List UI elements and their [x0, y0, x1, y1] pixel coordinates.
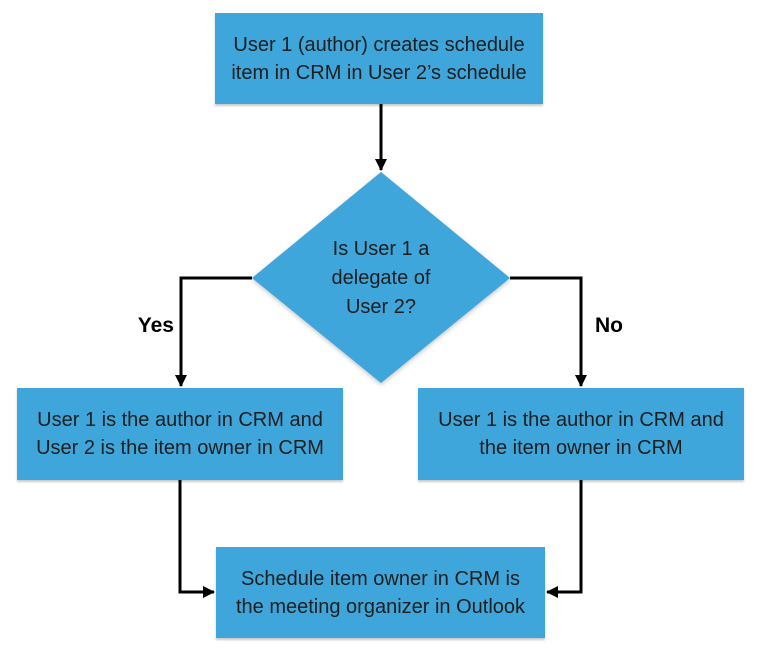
connector-decision-to-yes	[175, 276, 252, 387]
decision-node-line: delegate of	[331, 266, 431, 289]
no-branch-label: No	[595, 314, 623, 337]
start-node: User 1 (author) creates schedule item in…	[215, 13, 543, 104]
end-node-line: Schedule item owner in CRM is	[241, 567, 520, 590]
yes-branch-node-line: User 2 is the item owner in CRM	[36, 437, 324, 459]
connector-yes-to-end	[178, 480, 215, 598]
connector-decision-to-no	[510, 276, 587, 387]
yes-branch-node: User 1 is the author in CRM and User 2 i…	[17, 388, 343, 480]
no-branch-node: User 1 is the author in CRM and the item…	[418, 388, 744, 480]
start-node-line: item in CRM in User 2’s schedule	[231, 61, 527, 84]
decision-node: Is User 1 a delegate of User 2?	[281, 234, 481, 322]
decision-node-line: User 2?	[345, 295, 417, 318]
no-branch-node-line: the item owner in CRM	[479, 437, 683, 459]
connector-no-to-end	[546, 480, 583, 598]
end-node: Schedule item owner in CRM is the meetin…	[216, 547, 545, 638]
no-branch-node-line: User 1 is the author in CRM and	[438, 409, 724, 431]
yes-branch-label: Yes	[137, 314, 174, 337]
end-node-line: the meeting organizer in Outlook	[235, 595, 526, 618]
decision-node-line: Is User 1 a	[332, 237, 430, 260]
decision-diamond-shape	[252, 172, 510, 383]
start-node-line: User 1 (author) creates schedule	[233, 33, 525, 56]
yes-branch-node-line: User 1 is the author in CRM and	[37, 409, 323, 431]
